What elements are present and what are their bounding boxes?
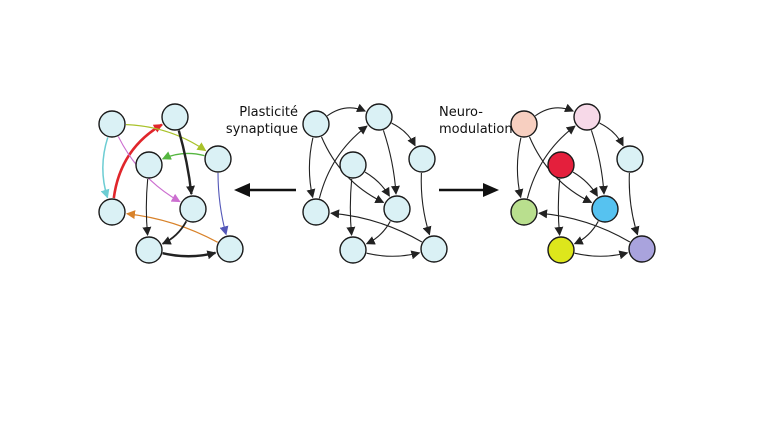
plastic-edge (100, 137, 110, 199)
modulated-neuron (547, 236, 575, 264)
modulated-neuron (616, 145, 644, 173)
neuromodulation-label-line2: modulation (439, 122, 513, 137)
modulated-edge (526, 125, 576, 199)
center-edge (391, 122, 416, 147)
plastic-neuron (204, 145, 232, 173)
plastic-edge (142, 178, 152, 236)
plastic-edge (161, 220, 188, 245)
plastic-neuron (135, 151, 163, 179)
center-edge (420, 172, 432, 236)
neuromodulation-arrow-head (483, 183, 499, 197)
plasticity-arrow-head (234, 183, 250, 197)
neuromodulation-label-line1: Neuro- (439, 105, 483, 120)
plastic-edge (125, 124, 207, 152)
center-neuron (420, 235, 448, 263)
modulated-edge (628, 172, 640, 236)
plastic-edge (162, 250, 217, 260)
center-neuron (339, 151, 367, 179)
center-edge (306, 137, 316, 199)
modulated-neuron (573, 103, 601, 131)
plastic-edge (177, 130, 195, 195)
modulated-edge (514, 137, 524, 199)
modulated-edge (554, 178, 564, 236)
modulated-neuron (510, 110, 538, 138)
center-neuron (365, 103, 393, 131)
modulated-neuron (591, 195, 619, 223)
modulated-edge (538, 209, 631, 243)
center-edge (382, 130, 400, 195)
center-edge (318, 125, 368, 199)
modulated-edge (574, 250, 629, 260)
center-neuron (383, 195, 411, 223)
plastic-edge (217, 172, 229, 236)
center-neuron (302, 110, 330, 138)
plastic-neuron (161, 103, 189, 131)
plastic-edge (161, 151, 205, 160)
center-neuron (339, 236, 367, 264)
center-edge (365, 221, 391, 245)
modulated-neuron (547, 151, 575, 179)
center-edge (326, 103, 367, 117)
center-edge (364, 171, 390, 197)
plasticity-label-line2: synaptique (225, 122, 298, 137)
plasticity-label: Plasticité synaptique (216, 104, 298, 138)
center-neuron (302, 198, 330, 226)
modulated-edge (590, 130, 608, 195)
modulated-edge (572, 171, 598, 197)
modulated-neuron (510, 198, 538, 226)
plastic-neuron (179, 195, 207, 223)
plastic-neuron (216, 235, 244, 263)
plasticity-label-line1: Plasticité (239, 105, 298, 120)
center-edge (346, 178, 356, 236)
neuromodulation-label: Neuro- modulation (439, 104, 529, 138)
plastic-neuron (98, 198, 126, 226)
modulated-edge (534, 103, 575, 117)
center-neuron (408, 145, 436, 173)
modulated-edge (573, 221, 599, 245)
plastic-neuron (98, 110, 126, 138)
center-edge (330, 209, 423, 243)
center-edge (366, 250, 421, 260)
plastic-neuron (135, 236, 163, 264)
plastic-edge (126, 210, 218, 243)
modulated-edge (599, 122, 624, 147)
modulated-neuron (628, 235, 656, 263)
